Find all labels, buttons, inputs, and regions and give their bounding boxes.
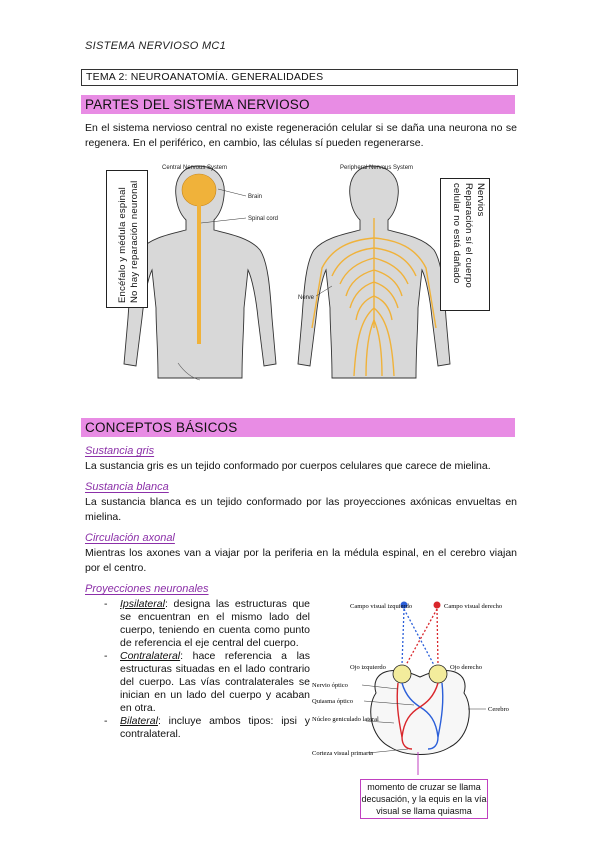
cns-note-line2: No hay reparación neuronal <box>129 180 140 303</box>
nerve-label: Nerve <box>298 295 315 301</box>
topic-title: TEMA 2: NEUROANATOMÍA. GENERALIDADES <box>81 69 518 86</box>
visual-pathway-figure: Campo visual izquierdo Campo visual dere… <box>312 601 509 775</box>
cns-note-line1: Encéfalo y médula espinal <box>117 187 128 303</box>
visual-cortex-label: Corteza visual primaria <box>312 750 373 757</box>
pns-note-line1: Nervios <box>475 183 486 217</box>
pns-title: Peripheral Nervous System <box>340 165 413 171</box>
pns-note-text: Nervios Reparación sí el cuerpo celular … <box>450 183 486 288</box>
chiasm-label: Quiasma óptico <box>312 698 353 705</box>
subhead-circulacion-axonal: Circulación axonal <box>85 532 175 544</box>
brain-label: Cerebro <box>488 706 509 713</box>
pns-note-line2: Reparación sí el cuerpo <box>463 183 474 288</box>
pns-body <box>297 165 451 379</box>
subhead-proyecciones: Proyecciones neuronales <box>85 583 209 595</box>
cns-note-box: Encéfalo y médula espinal No hay reparac… <box>106 170 148 308</box>
left-field-label-1: Campo visual izquierdo <box>350 603 412 610</box>
text-sustancia-gris: La sustancia gris es un tejido conformad… <box>85 460 491 472</box>
document-header: SISTEMA NERVIOSO MC1 <box>85 40 227 52</box>
list-dash: - <box>104 598 108 610</box>
text-circulacion-axonal: Mientras los axones van a viajar por la … <box>85 547 517 574</box>
optic-nerve-label: Nervio óptico <box>312 682 348 689</box>
brain-label: Brain <box>248 194 262 200</box>
cns-title: Central Nervous System <box>162 165 227 171</box>
right-eye <box>428 664 448 684</box>
term-contralateral: Contralateral <box>120 650 181 662</box>
pns-note-box: Nervios Reparación sí el cuerpo celular … <box>440 178 490 311</box>
right-field-label: Campo visual derecho <box>444 603 502 610</box>
brain-outline <box>370 669 470 755</box>
left-eye <box>392 664 412 684</box>
projections-list: - Ipsilateral: designa las estructuras q… <box>100 598 310 741</box>
list-item-contralateral: - Contralateral: hace referencia a las e… <box>100 650 310 715</box>
decussation-callout: momento de cruzar se llama decusación, y… <box>360 779 488 819</box>
definition-ipsilateral: : designa las estructuras que se encuent… <box>120 598 310 649</box>
right-eye-label: Ojo derecho <box>450 664 482 671</box>
definition-contralateral: : hace referencia a las estructuras situ… <box>120 650 310 714</box>
spinal-cord-label: Spinal cord <box>248 216 278 222</box>
text-sustancia-blanca: La sustancia blanca es un tejido conform… <box>85 496 517 523</box>
term-ipsilateral: Ipsilateral <box>120 598 165 610</box>
left-field-dot <box>400 601 408 609</box>
nervous-system-figure: Central Nervous System Brain Spinal cord… <box>123 165 451 381</box>
section-title-partes: PARTES DEL SISTEMA NERVIOSO <box>81 95 515 114</box>
cns-body <box>123 165 277 381</box>
definition-bilateral: : incluye ambos tipos: ipsi y contralate… <box>120 715 310 740</box>
lgn-label: Núcleo geniculado lateral <box>312 716 379 723</box>
subhead-sustancia-blanca: Sustancia blanca <box>85 481 169 493</box>
section1-paragraph: En el sistema nervioso central no existe… <box>85 122 517 149</box>
term-bilateral: Bilateral <box>120 715 158 727</box>
list-dash: - <box>104 650 108 662</box>
right-field-dot <box>433 601 441 609</box>
cns-note-text: Encéfalo y médula espinal No hay reparac… <box>117 181 141 303</box>
left-eye-label: Ojo izquierdo <box>350 664 386 671</box>
section-title-conceptos: CONCEPTOS BÁSICOS <box>81 418 515 437</box>
list-item-ipsilateral: - Ipsilateral: designa las estructuras q… <box>100 598 310 650</box>
subhead-sustancia-gris: Sustancia gris <box>85 445 155 457</box>
pns-note-line3: celular no está dañado <box>451 183 462 284</box>
list-dash: - <box>104 715 108 727</box>
list-item-bilateral: - Bilateral: incluye ambos tipos: ipsi y… <box>100 715 310 741</box>
